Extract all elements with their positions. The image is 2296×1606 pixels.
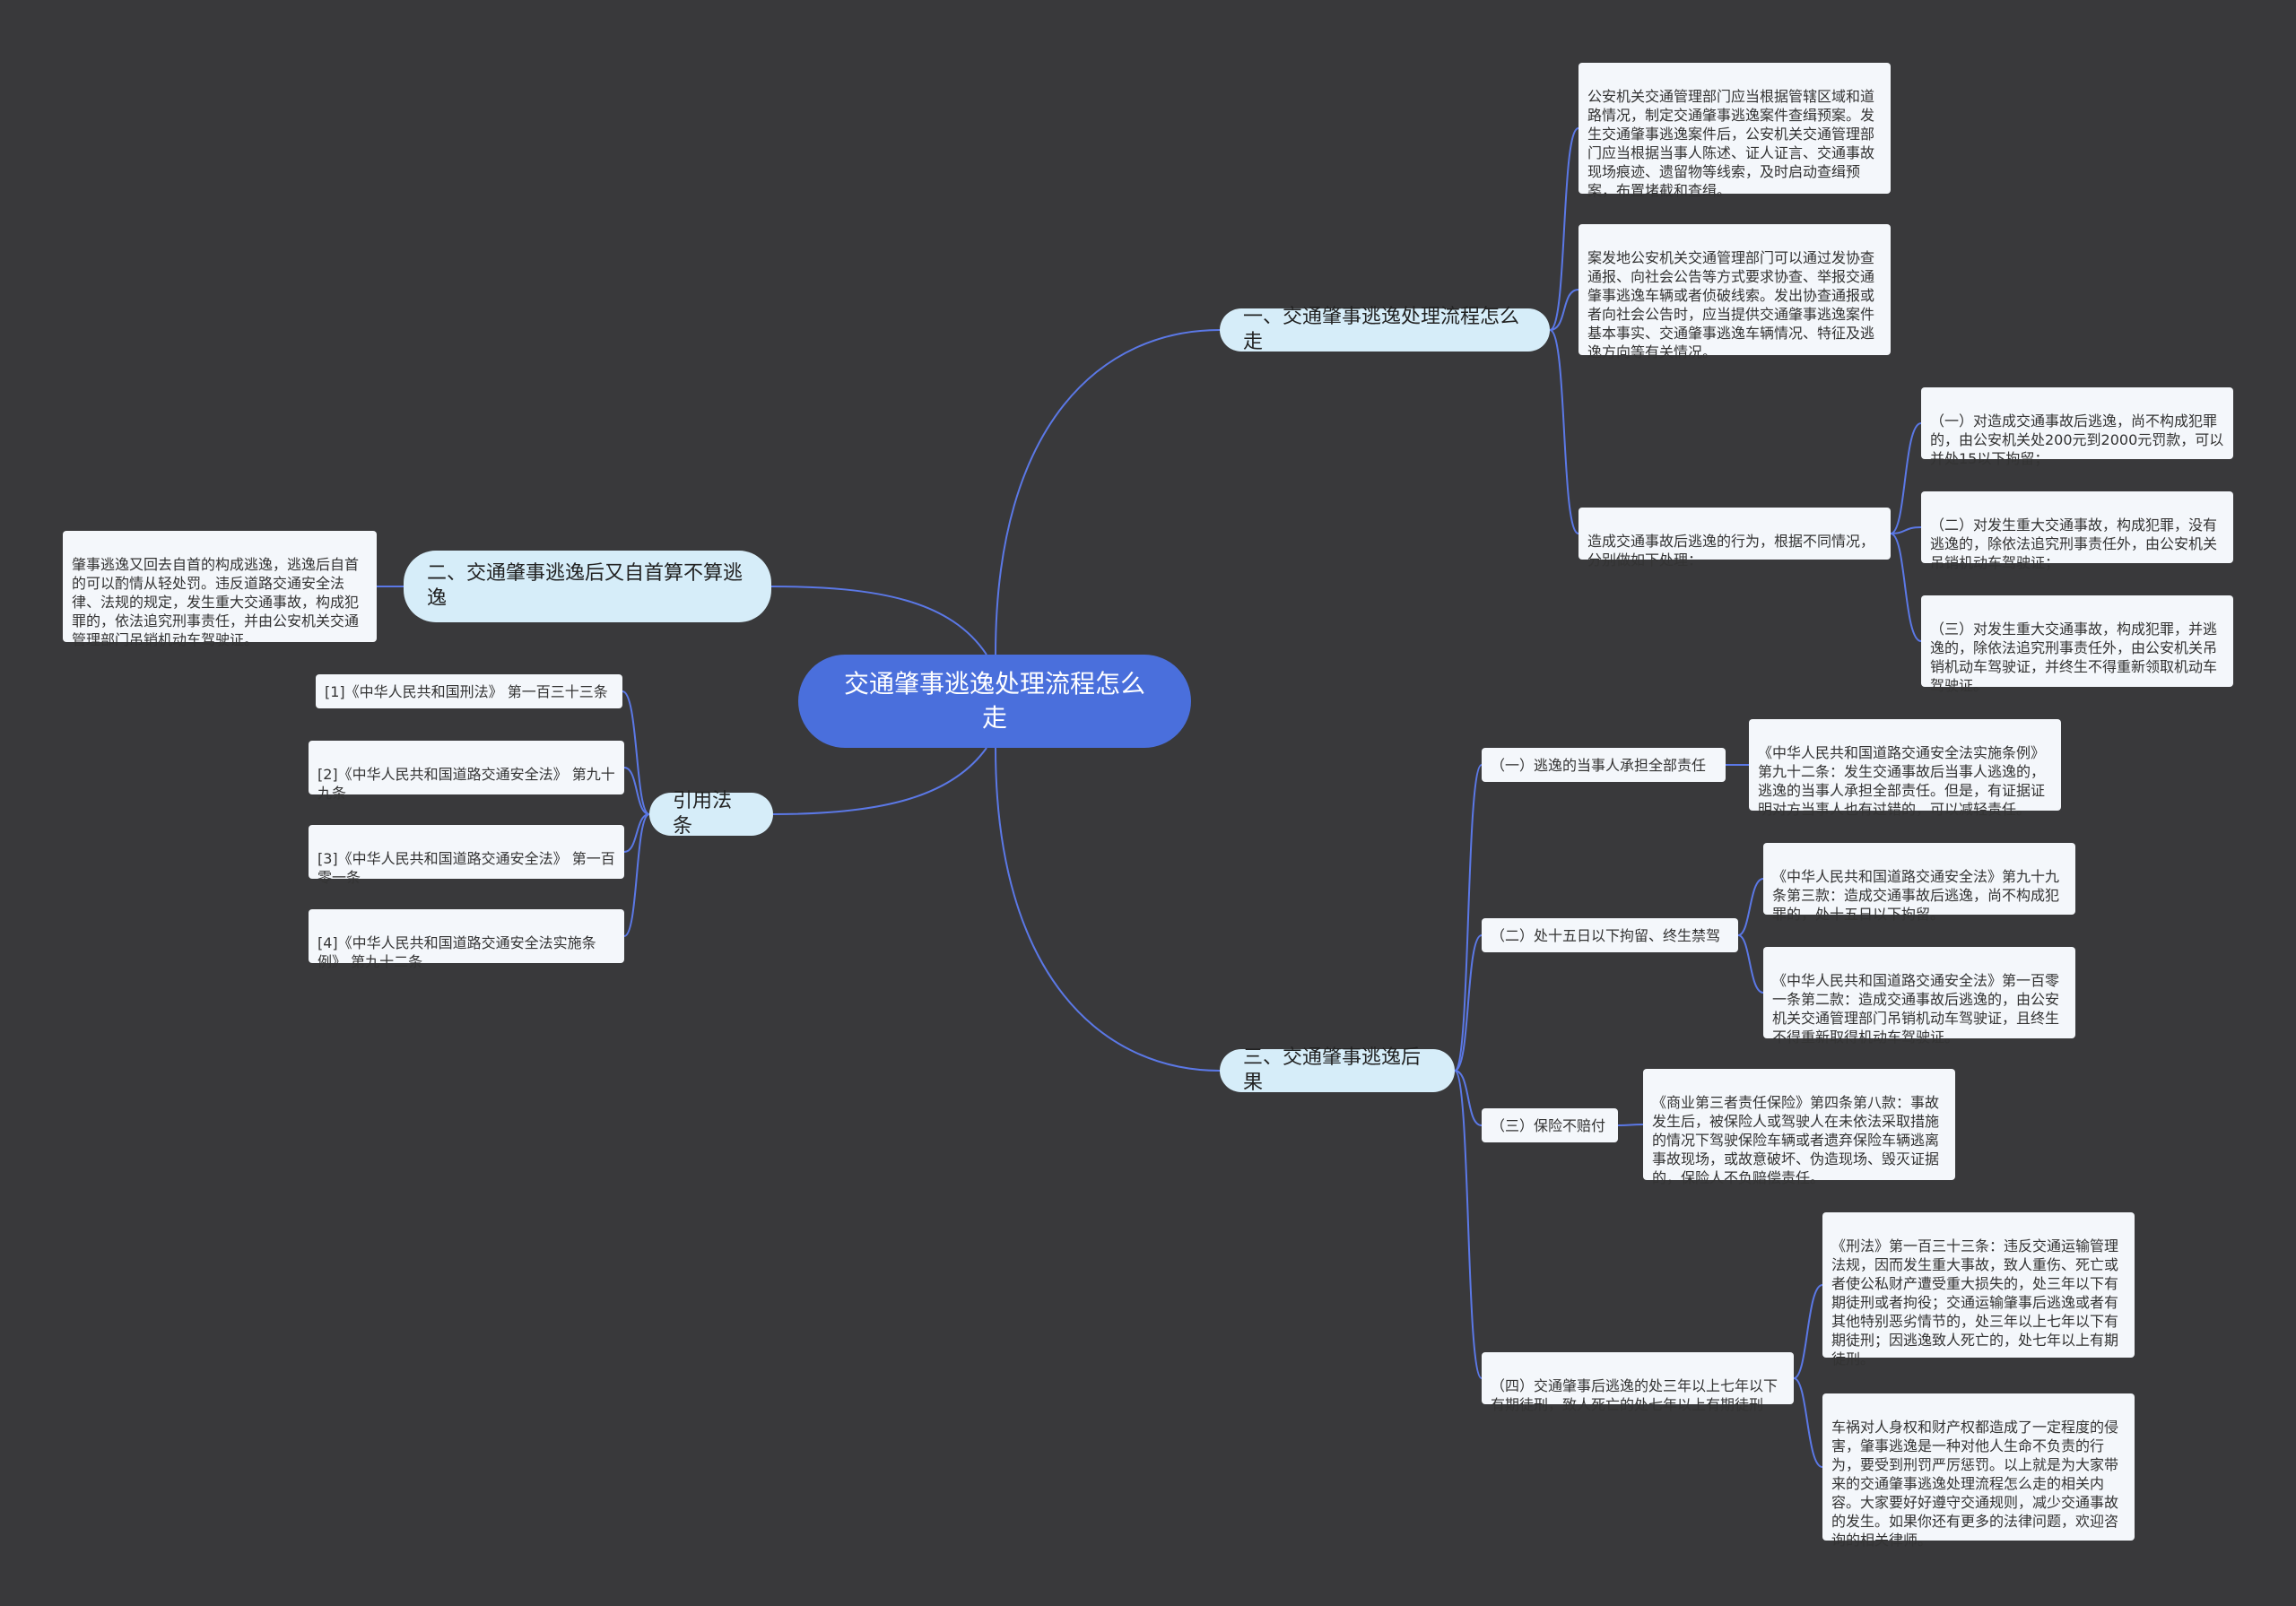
detail-full-liability[interactable]: 《中华人民共和国道路交通安全法实施条例》第九十二条：发生交通事故后当事人逃逸的，… xyxy=(1749,719,2061,818)
connector-line xyxy=(1617,1124,1644,1126)
connector-line xyxy=(623,767,650,815)
consequence-prison-term[interactable]: （四）交通肇事后逃逸的处三年以上七年以下有期徒刑，致人死亡的处七年以上有期徒刑 xyxy=(1482,1352,1794,1413)
connector-line xyxy=(1454,1070,1483,1126)
connector-line xyxy=(772,747,987,815)
connector-line xyxy=(770,586,987,655)
root-label: 交通肇事逃逸处理流程怎么走 xyxy=(843,669,1145,733)
connector-line xyxy=(1737,878,1764,936)
topic-label: 二、交通肇事逃逸后又自首算不算逃逸 xyxy=(427,562,744,610)
consequence-detention-lifetime-ban[interactable]: （二）处十五日以下拘留、终生禁驾 xyxy=(1482,918,1738,952)
connector-line xyxy=(623,813,650,853)
connector-line xyxy=(1890,533,1922,642)
root-node[interactable]: 交通肇事逃逸处理流程怎么走 xyxy=(798,655,1191,748)
connector-line xyxy=(1793,1377,1823,1468)
connector-line xyxy=(622,690,650,815)
detail-handling-intro[interactable]: 造成交通事故后逃逸的行为，根据不同情况，分别做如下处理： xyxy=(1578,508,1891,569)
connector-line xyxy=(1549,127,1579,331)
penalty-item-1[interactable]: （一）对造成交通事故后逃逸，尚不构成犯罪的，由公安机关处200元到2000元罚款… xyxy=(1921,387,2233,467)
law-item-4[interactable]: [4]《中华人民共和国道路交通安全法实施条例》 第九十二条 xyxy=(309,909,624,970)
detail-coordinated-search[interactable]: 案发地公安机关交通管理部门可以通过发协查通报、向社会公告等方式要求协查、举报交通… xyxy=(1578,224,1891,360)
detail-criminal-law-133[interactable]: 《刑法》第一百三十三条：违反交通运输管理法规，因而发生重大事故，致人重伤、死亡或… xyxy=(1822,1212,2135,1367)
connector-line xyxy=(1890,422,1922,534)
detail-lifetime-ban[interactable]: 《中华人民共和国道路交通安全法》第一百零一条第二款：造成交通事故后逃逸的，由公安… xyxy=(1763,947,2075,1046)
detail-surrender-explanation[interactable]: 肇事逃逸又回去自首的构成逃逸，逃逸后自首的可以酌情从轻处罚。违反道路交通安全法律… xyxy=(63,531,377,648)
law-item-2[interactable]: [2]《中华人民共和国道路交通安全法》 第九十九条 xyxy=(309,741,624,802)
law-item-3[interactable]: [3]《中华人民共和国道路交通安全法》 第一百零一条 xyxy=(309,825,624,886)
connector-line xyxy=(1793,1284,1823,1379)
connector-line xyxy=(1549,289,1579,331)
detail-investigation-plan[interactable]: 公安机关交通管理部门应当根据管辖区域和道路情况，制定交通肇事逃逸案件查缉预案。发… xyxy=(1578,63,1891,199)
detail-summary-advice[interactable]: 车祸对人身权和财产权都造成了一定程度的侵害，肇事逃逸是一种对他人生命不负责的行为… xyxy=(1822,1393,2135,1549)
topic-handling-process[interactable]: 一、交通肇事逃逸处理流程怎么走 xyxy=(1220,306,1550,353)
connector-line xyxy=(1549,329,1579,534)
topic-surrender-after-escape[interactable]: 二、交通肇事逃逸后又自首算不算逃逸 xyxy=(404,551,771,622)
topic-consequences[interactable]: 三、交通肇事逃逸后果 xyxy=(1220,1046,1455,1094)
penalty-item-2[interactable]: （二）对发生重大交通事故，构成犯罪，没有逃逸的，除依法追究刑事责任外，由公安机关… xyxy=(1921,491,2233,571)
detail-detention[interactable]: 《中华人民共和国道路交通安全法》第九十九条第三款：造成交通事故后逃逸，尚不构成犯… xyxy=(1763,843,2075,923)
connector-line xyxy=(1890,526,1922,534)
topic-cited-laws[interactable]: 引用法条 xyxy=(649,790,773,838)
connector-line xyxy=(1454,934,1483,1072)
connector-line xyxy=(995,747,1221,1072)
connector-line xyxy=(1454,764,1483,1072)
law-item-1[interactable]: [1]《中华人民共和国刑法》 第一百三十三条 xyxy=(316,674,622,708)
topic-label: 三、交通肇事逃逸后果 xyxy=(1243,1046,1422,1094)
connector-line xyxy=(1737,934,1764,994)
consequence-no-insurance[interactable]: （三）保险不赔付 xyxy=(1482,1108,1618,1142)
consequence-full-liability[interactable]: （一）逃逸的当事人承担全部责任 xyxy=(1482,748,1726,782)
connector-line xyxy=(623,813,650,937)
penalty-item-3[interactable]: （三）对发生重大交通事故，构成犯罪，并逃逸的，除依法追究刑事责任外，由公安机关吊… xyxy=(1921,595,2233,694)
connector-line xyxy=(995,329,1221,655)
detail-insurance-clause[interactable]: 《商业第三者责任保险》第四条第八款：事故发生后，被保险人或驾驶人在未依法采取措施… xyxy=(1643,1069,1955,1186)
topic-label: 引用法条 xyxy=(673,790,733,838)
connector-line xyxy=(1454,1070,1483,1379)
topic-label: 一、交通肇事逃逸处理流程怎么走 xyxy=(1243,306,1520,353)
